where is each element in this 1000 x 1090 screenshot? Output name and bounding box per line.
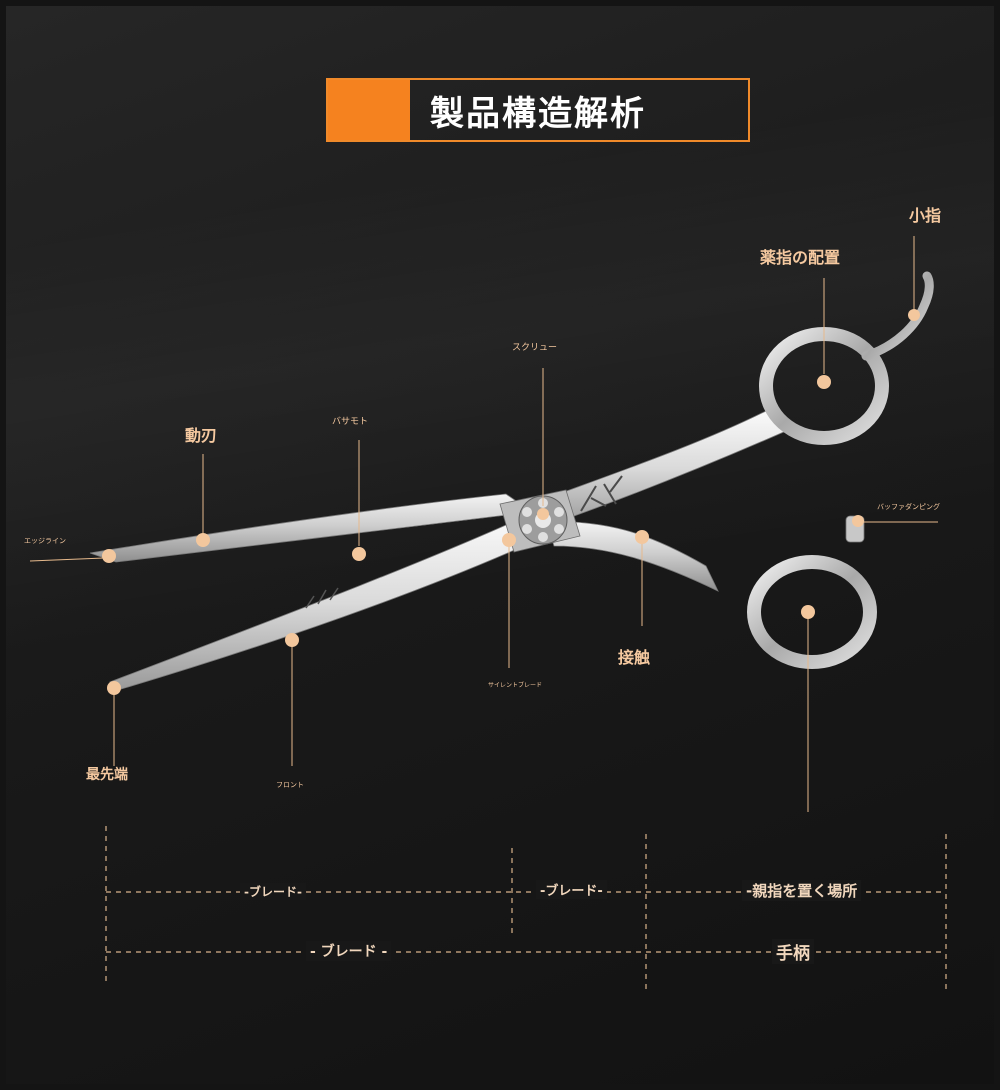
dot-little-finger [908,309,920,321]
label-ring-finger: 薬指の配置 [760,248,841,267]
page-title: 製品構造解析 [430,93,646,134]
dot-front [285,633,299,647]
label-tip: 最先端 [86,767,128,783]
dim-label-blade-total: - ブレード - [306,941,392,961]
blade-engraving [305,587,339,609]
label-little-finger: 小指 [909,206,942,225]
dot-contact [635,530,649,544]
product-diagram: 製品構造解析 [6,6,994,1084]
brand-engraving [580,475,623,512]
label-edge-line: エッジライン [24,537,66,545]
leader-edge-line [29,557,105,562]
dot-buffer [852,515,864,527]
label-silent-blade: サイレントブレード [488,682,543,689]
label-contact: 接触 [618,648,651,667]
label-front: フロント [276,781,304,789]
dim-label-handle: 手柄 [772,939,814,964]
label-pivot: バサモト [332,417,369,427]
dot-thumb [801,605,815,619]
finger-rest-tang [861,271,934,361]
label-screw: スクリュー [512,343,558,353]
label-moving-blade: 動刃 [185,426,218,445]
thumb-ring [747,555,877,669]
dot-moving-blade [196,533,210,547]
dot-edge-line [102,549,116,563]
lower-shank-shape [545,520,719,592]
dot-silent-blade [502,533,516,547]
dim-label-blade-mid: -ブレード- [536,880,607,899]
dim-label-thumb-area: -親指を置く場所 [742,880,862,901]
dot-screw [537,508,549,520]
title-accent-bar [328,80,410,140]
dot-tip [107,681,121,695]
dot-pivot [352,547,366,561]
label-buffer: バッファダンピング [877,503,940,511]
scissors-illustration [29,236,947,992]
title-banner: 製品構造解析 [326,78,750,142]
dim-label-blade-left: -ブレード- [240,883,306,900]
dot-ring-finger [817,375,831,389]
